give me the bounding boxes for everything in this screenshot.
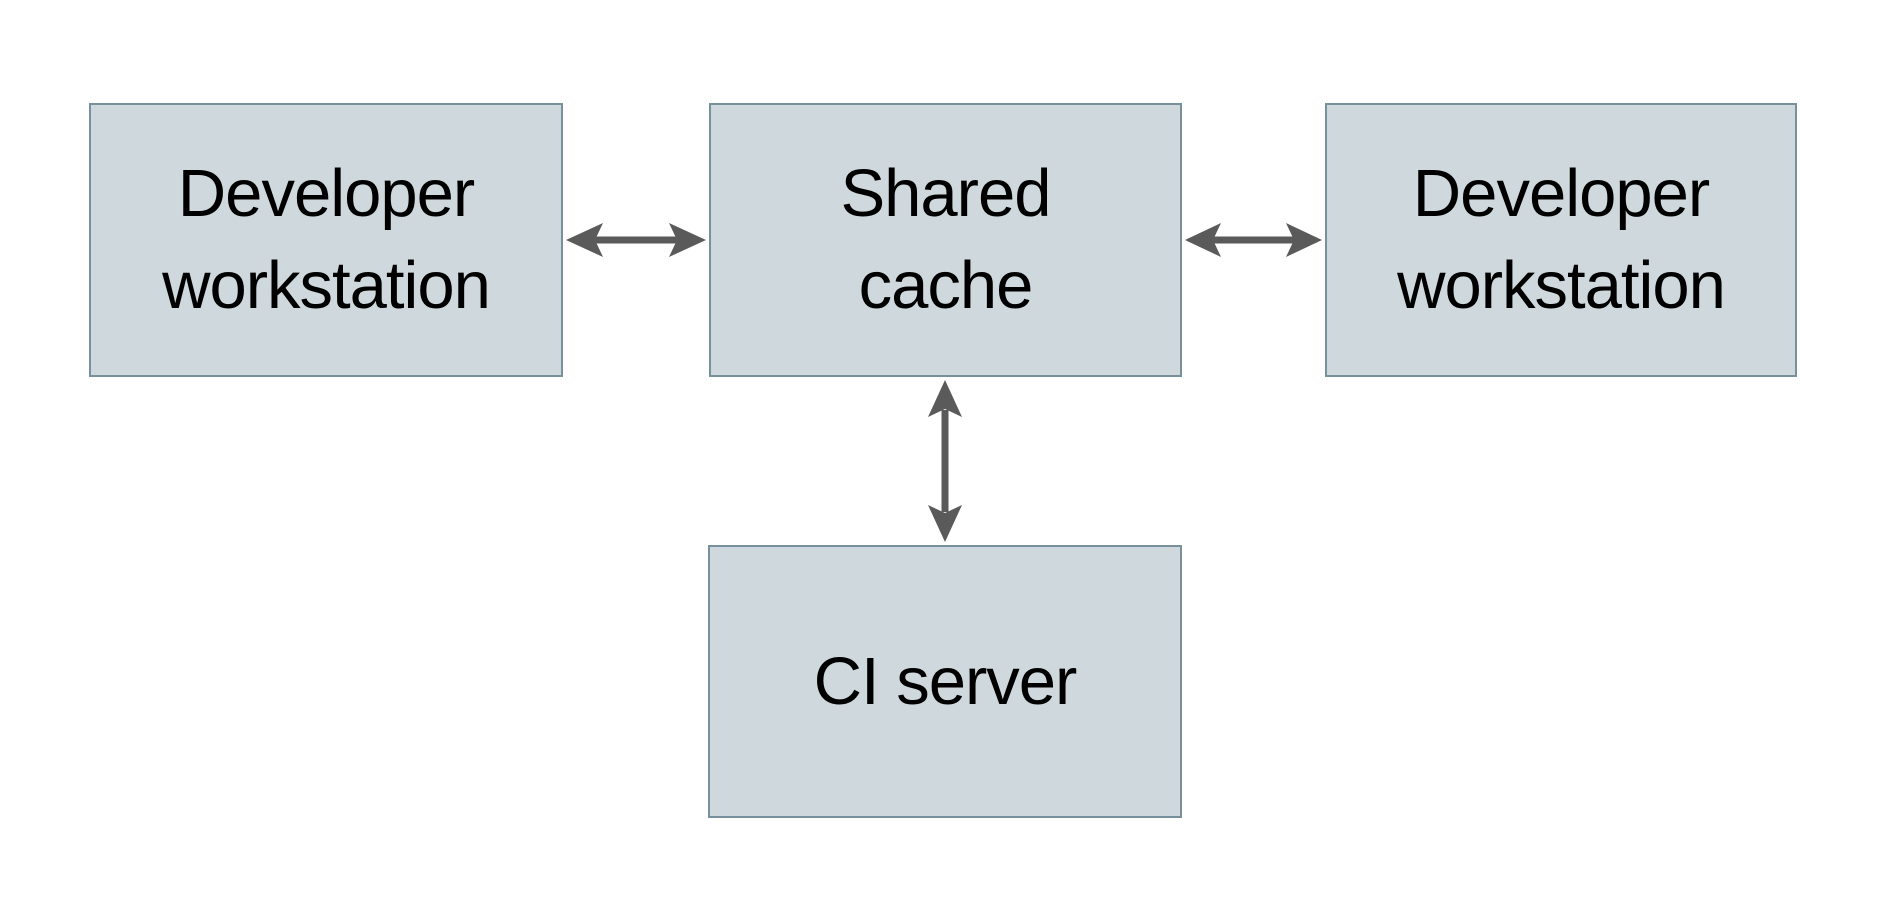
node-label-line: workstation bbox=[1397, 248, 1726, 323]
bidirectional-arrow-left-workstation-cache bbox=[566, 223, 706, 257]
node-ci-server: CI server bbox=[708, 545, 1182, 818]
node-shared-cache: Shared cache bbox=[709, 103, 1182, 377]
node-label-line: cache bbox=[858, 248, 1034, 323]
bidirectional-arrow-cache-right-workstation bbox=[1185, 223, 1322, 257]
node-label-line: Developer bbox=[1412, 156, 1710, 231]
bidirectional-arrow-cache-ci-server bbox=[928, 380, 962, 542]
node-label-line: Developer bbox=[177, 156, 475, 231]
node-label-line: CI server bbox=[813, 643, 1078, 719]
node-label-line: Shared bbox=[840, 156, 1051, 231]
node-developer-workstation-right: Developer workstation bbox=[1325, 103, 1797, 377]
node-developer-workstation-left: Developer workstation bbox=[89, 103, 563, 377]
node-label-line: workstation bbox=[162, 248, 491, 323]
